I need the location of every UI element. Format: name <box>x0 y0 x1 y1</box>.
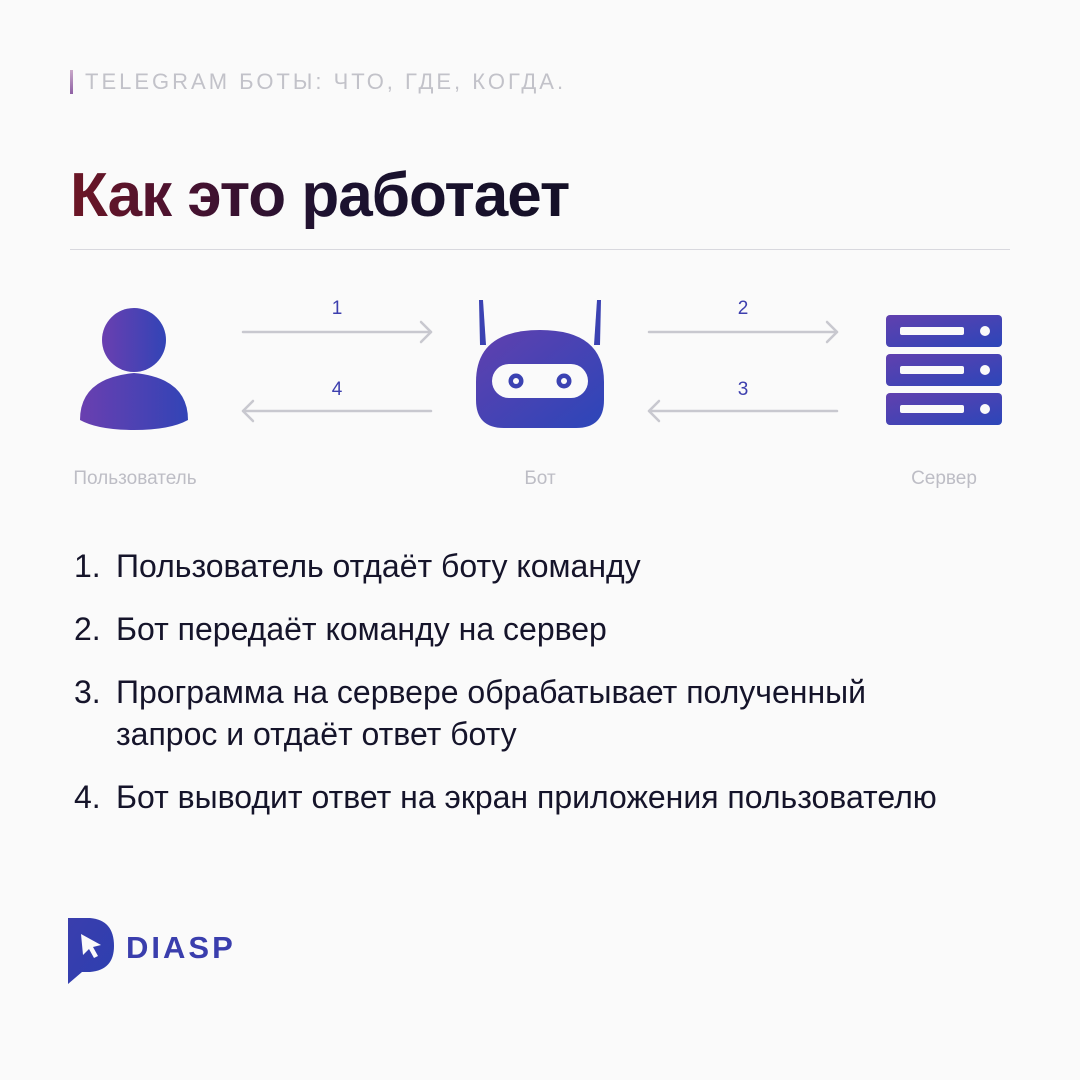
arrow-2-number: 2 <box>737 298 749 319</box>
kicker-text: TELEGRAM БОТЫ: ЧТО, ГДЕ, КОГДА. <box>85 69 567 94</box>
kicker-accent-bar <box>70 70 73 94</box>
diasp-logo-icon <box>68 918 114 984</box>
steps-list: 1. Пользователь отдаёт боту команду 2. Б… <box>74 545 974 839</box>
step-number: 4. <box>74 779 101 815</box>
step-number: 3. <box>74 674 101 710</box>
kicker: TELEGRAM БОТЫ: ЧТО, ГДЕ, КОГДА. <box>70 69 567 94</box>
node-label-bot: Бот <box>524 468 556 489</box>
user-icon <box>80 308 188 430</box>
arrow-2-right <box>647 320 839 344</box>
flow-diagram <box>80 300 1002 430</box>
step-number: 2. <box>74 611 101 647</box>
logo-text: DIASP <box>126 930 236 965</box>
arrow-3-number: 3 <box>737 379 749 400</box>
robot-icon <box>476 300 604 428</box>
list-item: 3. Программа на сервере обрабатывает пол… <box>74 671 974 755</box>
step-number: 1. <box>74 548 101 584</box>
page-title: Как это работает <box>70 161 570 230</box>
step-text: Бот выводит ответ на экран приложения по… <box>116 779 937 815</box>
node-label-user: Пользователь <box>73 468 197 489</box>
step-text: Бот передаёт команду на сервер <box>116 611 607 647</box>
arrow-4-left <box>241 399 433 423</box>
title-divider <box>70 249 1010 250</box>
list-item: 4. Бот выводит ответ на экран приложения… <box>74 776 974 818</box>
server-icon <box>886 315 1002 425</box>
arrow-1-right <box>241 320 433 344</box>
node-label-server: Сервер <box>911 468 977 489</box>
arrow-1-number: 1 <box>331 298 343 319</box>
arrow-4-number: 4 <box>331 379 343 400</box>
step-text: Пользователь отдаёт боту команду <box>116 548 641 584</box>
list-item: 1. Пользователь отдаёт боту команду <box>74 545 974 587</box>
list-item: 2. Бот передаёт команду на сервер <box>74 608 974 650</box>
step-text: Программа на сервере обрабатывает получе… <box>116 674 866 752</box>
arrow-3-left <box>647 399 839 423</box>
brand-logo: DIASP <box>68 918 236 984</box>
